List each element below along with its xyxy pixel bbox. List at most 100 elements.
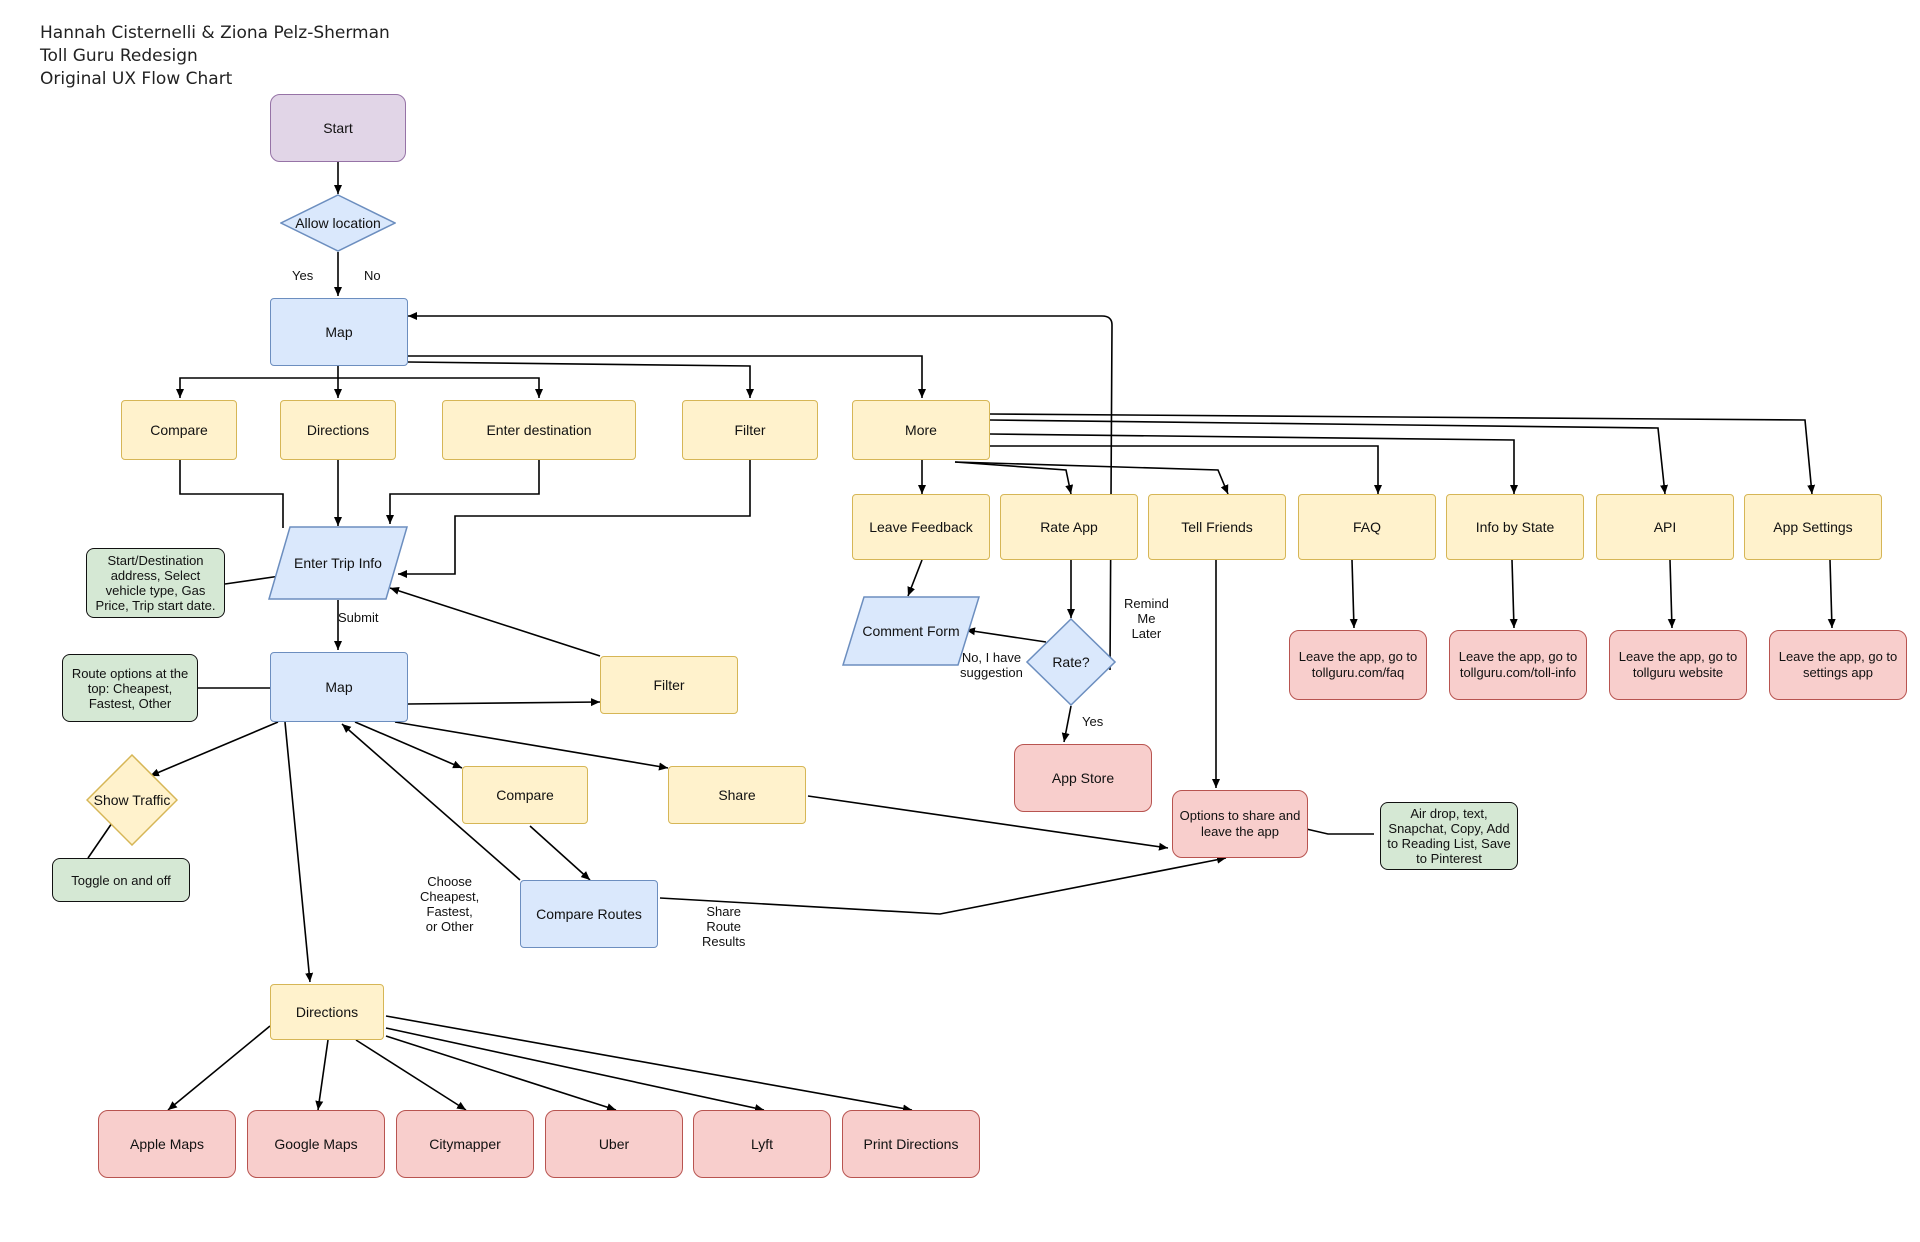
edge-dir-print xyxy=(385,1015,913,1113)
note-trip-info: Start/Destination address, Select vehicl… xyxy=(86,548,225,618)
edge-more-settings xyxy=(989,413,1816,495)
node-comment-form: Comment Form xyxy=(842,596,980,666)
node-options-share: Options to share and leave the app xyxy=(1172,790,1308,858)
edge-tripnote-trip xyxy=(224,575,281,585)
node-api: API xyxy=(1596,494,1734,560)
edge-options-note xyxy=(1301,827,1374,835)
node-leave-tollinfo: Leave the app, go to tollguru.com/toll-i… xyxy=(1449,630,1587,700)
edge-mapmid-filtermid xyxy=(407,698,601,707)
node-map-mid: Map xyxy=(270,652,408,722)
node-directions-bottom: Directions xyxy=(270,984,384,1040)
node-tell-friends: Tell Friends xyxy=(1148,494,1286,560)
authors-line: Hannah Cisternelli & Ziona Pelz-Sherman xyxy=(40,23,390,43)
edge-api-leave xyxy=(1667,559,1676,629)
label-remind-me-later: Remind Me Later xyxy=(1124,596,1169,641)
node-lyft: Lyft xyxy=(693,1110,831,1178)
note-toggle: Toggle on and off xyxy=(52,858,190,902)
node-print-directions: Print Directions xyxy=(842,1110,980,1178)
edge-more-rate xyxy=(954,461,1074,495)
edge-mapmid-share xyxy=(394,721,669,771)
node-rate-app: Rate App xyxy=(1000,494,1138,560)
edge-feedback-comment xyxy=(907,559,923,597)
edge-faq-leave xyxy=(1349,559,1358,629)
decision-shape xyxy=(1026,618,1116,706)
decision-shape xyxy=(280,194,396,252)
edge-routes-options xyxy=(659,855,1227,915)
label-submit: Submit xyxy=(338,610,379,625)
label-yes-rate: Yes xyxy=(1082,714,1104,729)
edge-rateq-appstore xyxy=(1061,705,1072,743)
edge-dir-apple xyxy=(167,1025,271,1111)
edge-more-faq xyxy=(990,445,1382,494)
node-more: More xyxy=(852,400,990,460)
edge-mapmid-traffic xyxy=(149,721,279,777)
edge-map-more xyxy=(408,355,926,398)
node-leave-feedback: Leave Feedback xyxy=(852,494,990,560)
edge-comparemid-routes xyxy=(529,825,591,881)
edge-more-info xyxy=(989,433,1518,494)
node-show-traffic-label: Show Traffic xyxy=(93,792,171,808)
node-leave-settings: Leave the app, go to settings app xyxy=(1769,630,1907,700)
input-shape xyxy=(268,526,408,600)
label-yes-top: Yes xyxy=(292,268,314,283)
node-directions-top: Directions xyxy=(280,400,396,460)
edge-settings-leave xyxy=(1827,559,1836,629)
edge-filter-trip xyxy=(398,460,751,578)
edge-mapmid-comparemid xyxy=(354,721,463,769)
edge-map-filter xyxy=(407,361,754,398)
node-filter-mid: Filter xyxy=(600,656,738,714)
edge-map-enterdest xyxy=(338,377,543,398)
node-enter-destination: Enter destination xyxy=(442,400,636,460)
edge-enterdest-trip xyxy=(386,460,540,524)
label-share-route-results: Share Route Results xyxy=(702,904,746,949)
node-google-maps: Google Maps xyxy=(247,1110,385,1178)
label-choose: Choose Cheapest, Fastest, or Other xyxy=(420,874,480,934)
label-no-top: No xyxy=(364,268,381,283)
label-no-suggestion: No, I have suggestion xyxy=(960,650,1023,680)
edge-dir-city xyxy=(355,1039,467,1111)
edge-dir-google xyxy=(315,1039,329,1111)
edge-more-api xyxy=(989,419,1669,495)
node-info-by-state: Info by State xyxy=(1446,494,1584,560)
edge-rateq-map xyxy=(408,312,1113,671)
node-show-traffic: Show Traffic xyxy=(86,754,178,846)
node-app-store: App Store xyxy=(1014,744,1152,812)
edge-dir-uber xyxy=(385,1035,617,1112)
node-leave-website: Leave the app, go to tollguru website xyxy=(1609,630,1747,700)
note-route-options: Route options at the top: Cheapest, Fast… xyxy=(62,654,198,722)
node-citymapper: Citymapper xyxy=(396,1110,534,1178)
node-leave-faq: Leave the app, go to tollguru.com/faq xyxy=(1289,630,1427,700)
node-map-top: Map xyxy=(270,298,408,366)
edge-dir-lyft xyxy=(385,1027,765,1113)
chart-title: Original UX Flow Chart xyxy=(40,69,233,89)
edge-info-leave xyxy=(1509,559,1518,629)
note-share-options: Air drop, text, Snapchat, Copy, Add to R… xyxy=(1380,802,1518,870)
input-shape xyxy=(842,596,980,666)
node-apple-maps: Apple Maps xyxy=(98,1110,236,1178)
node-share: Share xyxy=(668,766,806,824)
node-allow-location: Allow location xyxy=(280,194,396,252)
node-compare-top: Compare xyxy=(121,400,237,460)
decision-shape xyxy=(86,754,178,846)
diagram-header: Hannah Cisternelli & Ziona Pelz-Sherman … xyxy=(40,22,390,91)
node-rate-question-label: Rate? xyxy=(1052,654,1090,670)
edge-rateq-comment xyxy=(965,627,1047,643)
node-compare-mid: Compare xyxy=(462,766,588,824)
node-start: Start xyxy=(270,94,406,162)
edge-share-options xyxy=(807,795,1169,851)
edge-more-tell xyxy=(954,461,1229,495)
edge-filtermid-trip xyxy=(389,586,601,657)
node-rate-question: Rate? xyxy=(1026,618,1116,706)
node-enter-trip-info-label: Enter Trip Info xyxy=(294,555,382,571)
node-allow-location-label: Allow location xyxy=(295,215,381,231)
edge-compare-trip xyxy=(179,460,284,528)
edge-routes-mapmid xyxy=(341,723,521,881)
node-faq: FAQ xyxy=(1298,494,1436,560)
node-app-settings: App Settings xyxy=(1744,494,1882,560)
node-filter-top: Filter xyxy=(682,400,818,460)
edge-mapmid-directionsbot xyxy=(284,721,314,983)
node-comment-form-label: Comment Form xyxy=(862,623,960,639)
node-enter-trip-info: Enter Trip Info xyxy=(268,526,408,600)
node-compare-routes: Compare Routes xyxy=(520,880,658,948)
